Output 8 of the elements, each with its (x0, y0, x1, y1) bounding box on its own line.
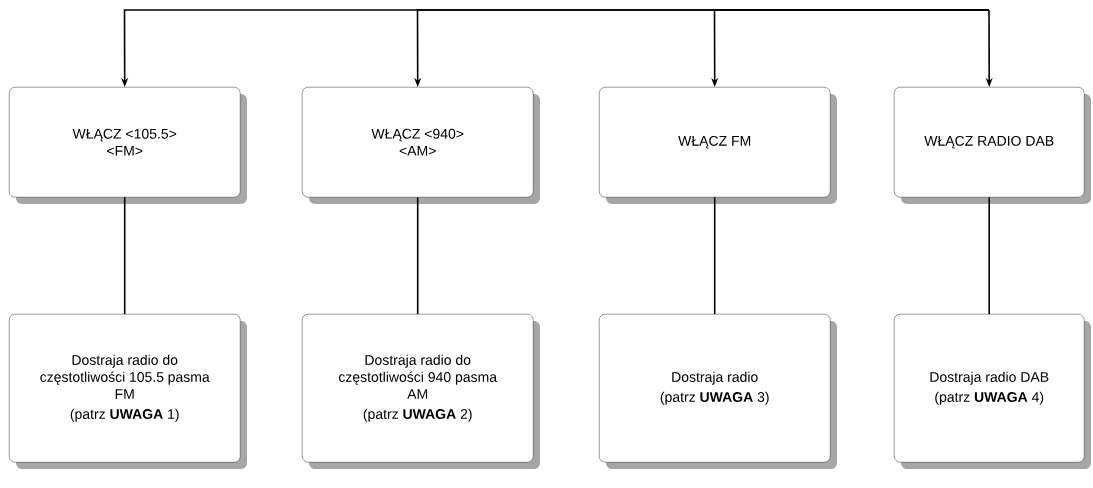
process-box: WŁĄCZ <940> <AM> (302, 87, 540, 204)
process-box: Dostraja radio do częstotliwości 940 pasma AM (patrz UWAGA 2) (302, 314, 540, 469)
process-box: Dostraja radio do częstotliwości 105.5 pasma FM (patrz UWAGA 1) (9, 314, 247, 469)
process-box: WŁĄCZ RADIO DAB (894, 87, 1091, 204)
process-box: WŁĄCZ <105.5> <FM> (9, 87, 247, 204)
process-box: WŁĄCZ FM (599, 87, 837, 204)
process-box: Dostraja radio (patrz UWAGA 3) (599, 314, 837, 469)
process-box: Dostraja radio DAB (patrz UWAGA 4) (894, 314, 1091, 469)
